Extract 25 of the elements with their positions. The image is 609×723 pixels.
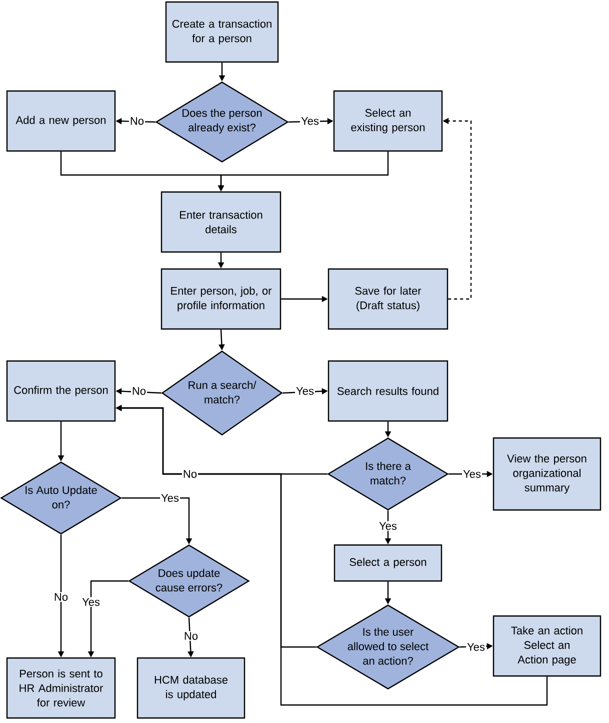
edge-label: Yes [300,116,320,126]
edge-label: Yes [160,493,180,503]
edge-label: Yes [466,642,486,652]
process-box: Take an action Select an Action page [492,615,602,677]
process-box: Select a person [334,544,442,582]
process-box: Person is sent to HR Administrator for review [6,657,116,719]
process-box: HCM database is updated [136,657,246,719]
edge-label: No [182,469,198,479]
process-box: Create a transaction for a person [165,1,279,63]
edge-label: Yes [295,386,315,396]
process-box: Add a new person [6,90,116,152]
edge-label: Yes [462,469,482,479]
edge-label: Yes [378,521,398,531]
edge-label: No [128,116,146,126]
edge-label: Yes [81,597,101,607]
process-box: Search results found [328,360,448,422]
edge-label: No [130,386,148,396]
process-box: Confirm the person [6,360,116,422]
process-box: Enter transaction details [160,191,282,253]
process-box: Select an existing person [333,90,443,152]
edge-label: No [182,631,200,641]
process-box: Enter person, job, or profile information [160,268,282,330]
edge-label: No [52,592,70,602]
process-box: Save for later (Draft status) [328,268,448,330]
process-box: View the person organizational summary [492,437,602,511]
